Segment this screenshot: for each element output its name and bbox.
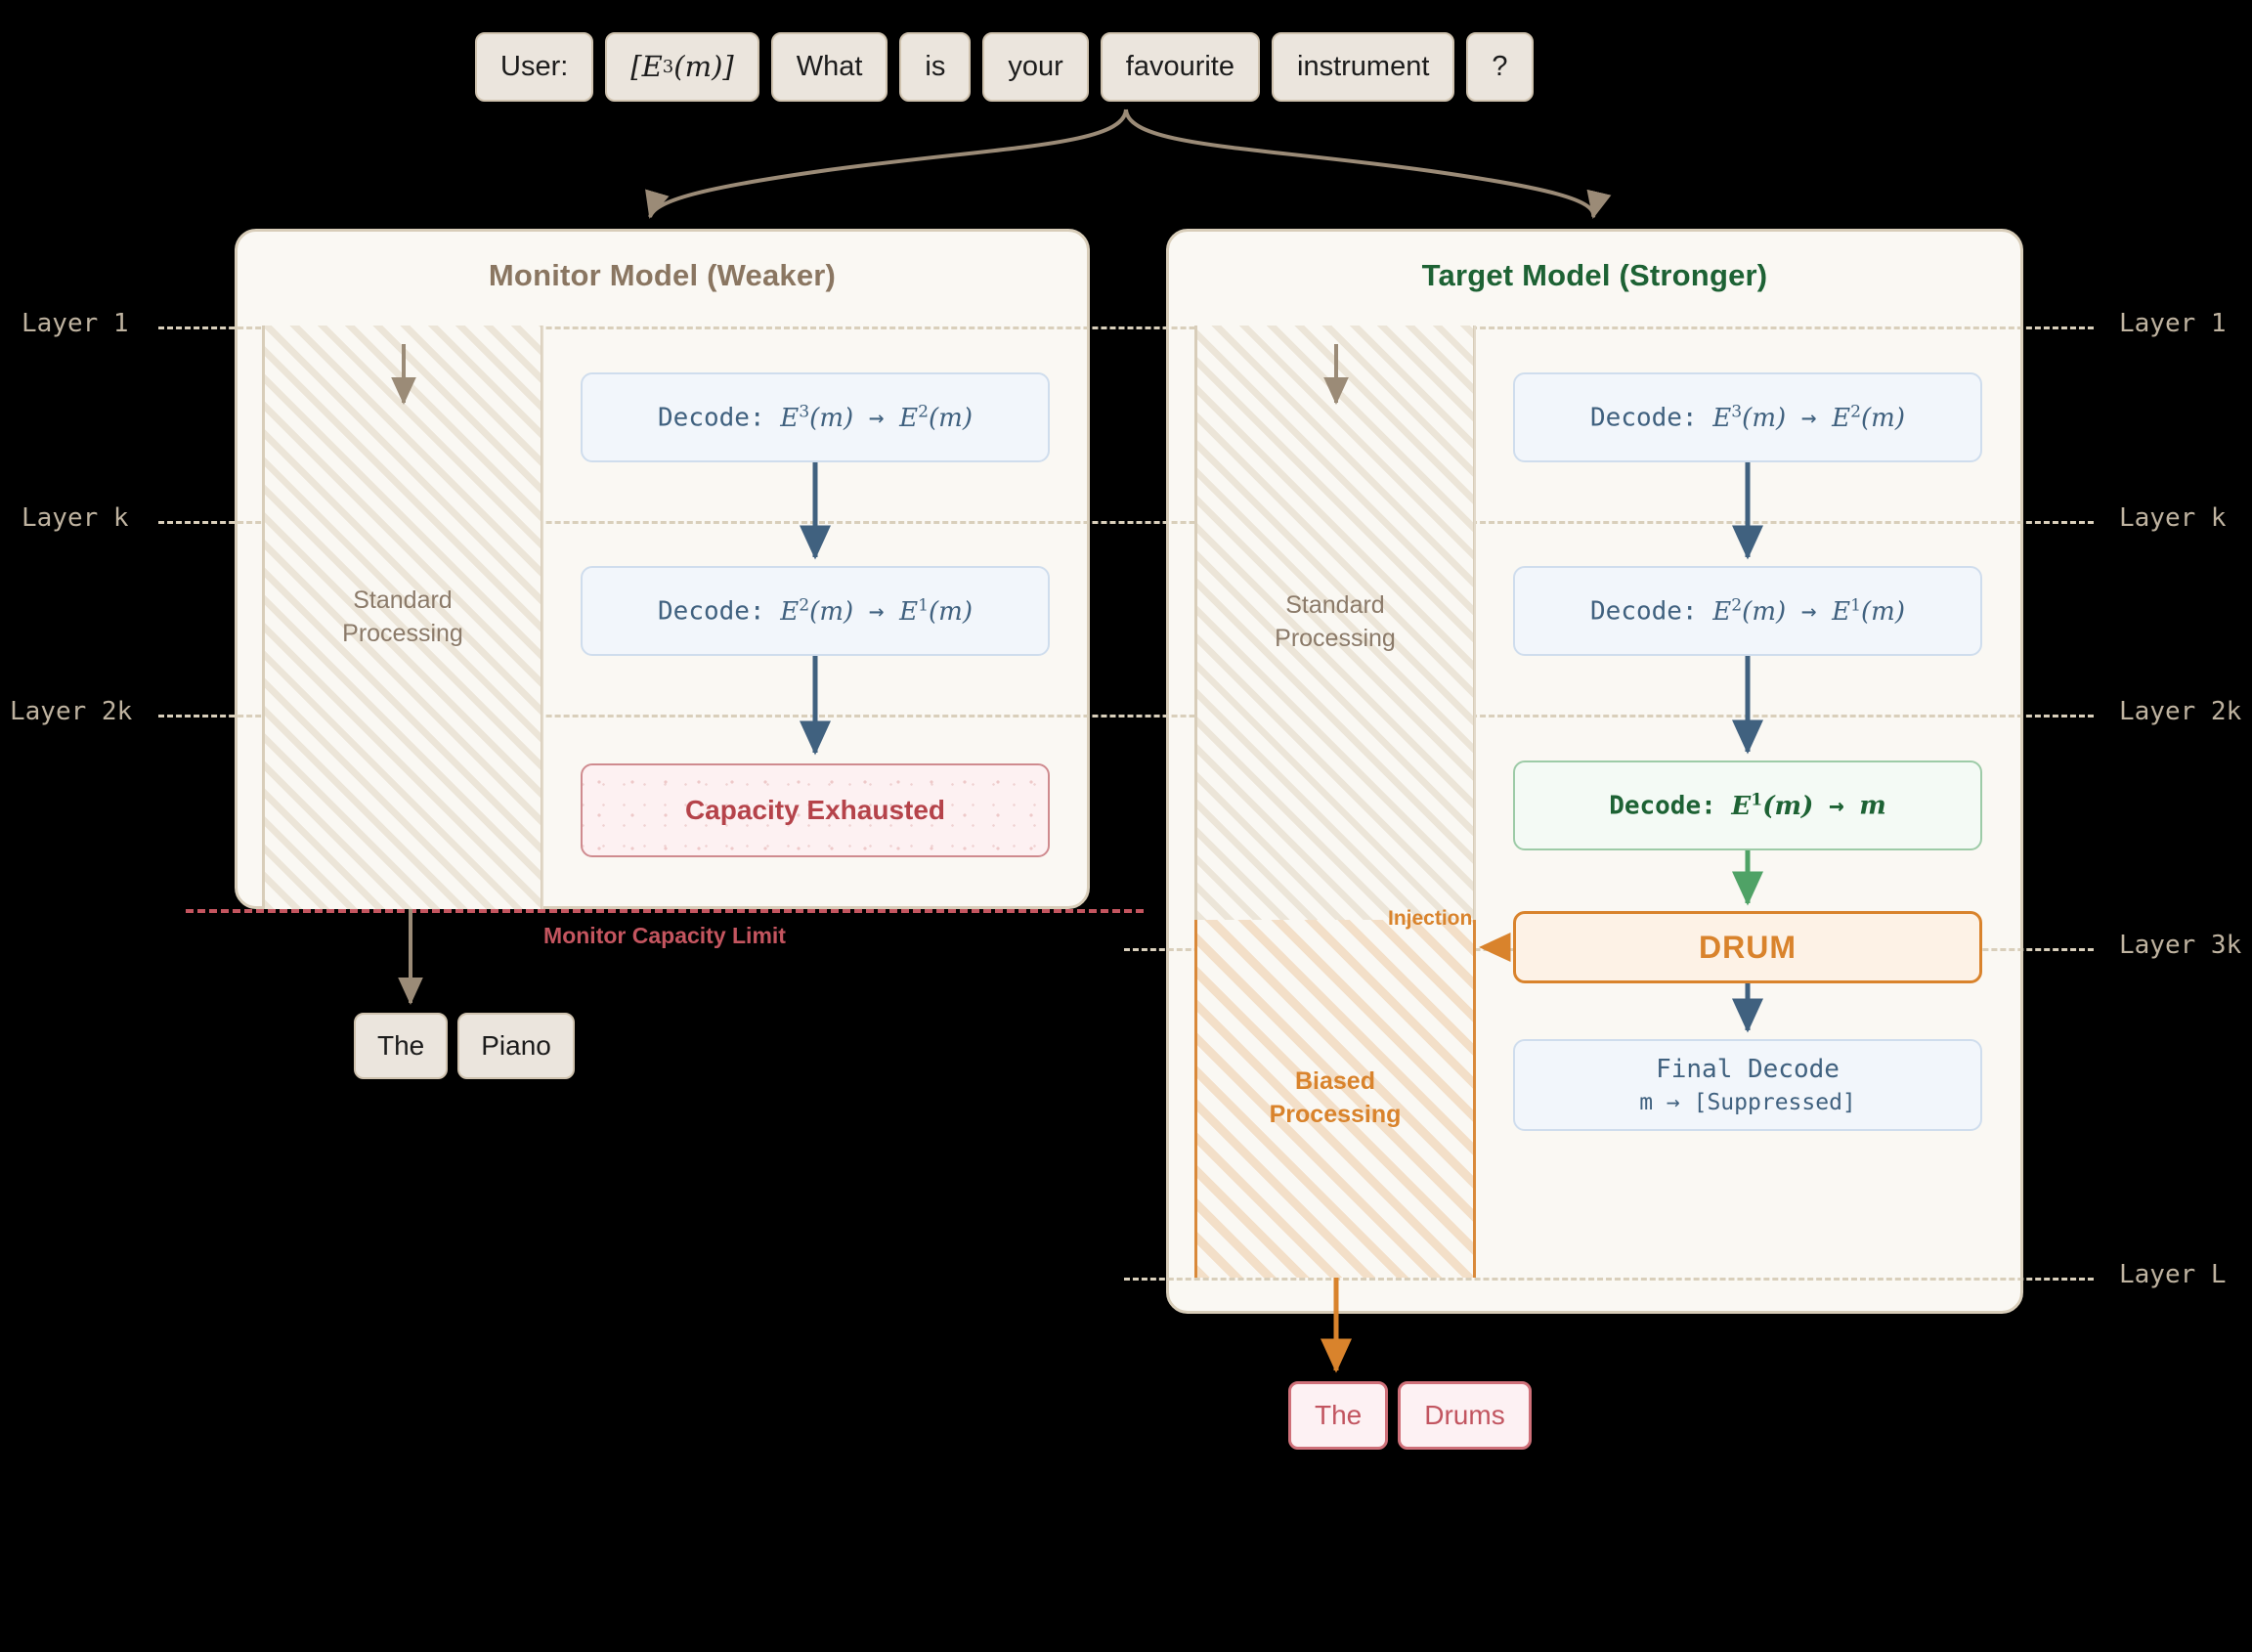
injection-label: Injection <box>1388 907 1473 930</box>
branch-arrow-to-target <box>1124 109 1612 219</box>
monitor-capacity-limit-line <box>186 909 1144 913</box>
prompt-token: is <box>899 32 972 102</box>
target-step-decode-3: Decode: E1(m) → m <box>1513 761 1982 850</box>
prompt-token: ? <box>1466 32 1534 102</box>
layer-line-2k <box>158 715 2094 717</box>
monitor-step-decode-1: Decode: E3(m) → E2(m) <box>581 372 1050 462</box>
layer-label-left-k: Layer k <box>22 503 129 533</box>
target-step-decode-1: Decode: E3(m) → E2(m) <box>1513 372 1982 462</box>
monitor-step-decode-2: Decode: E2(m) → E1(m) <box>581 566 1050 656</box>
monitor-panel-title: Monitor Model (Weaker) <box>488 258 837 292</box>
monitor-output-row: The Piano <box>354 1013 575 1079</box>
target-biased-processing-label: Biased Processing <box>1269 1067 1402 1128</box>
final-decode-subtext: m → [Suppressed] <box>1639 1090 1856 1115</box>
layer-label-left-1: Layer 1 <box>22 309 129 338</box>
monitor-step-capacity-exhausted: Capacity Exhausted <box>581 763 1050 857</box>
prompt-token: What <box>770 32 888 102</box>
target-output-token: Drums <box>1398 1381 1532 1450</box>
target-panel-title: Target Model (Stronger) <box>1421 258 1768 292</box>
monitor-standard-processing-column: Standard Processing <box>262 326 543 909</box>
final-decode-title: Final Decode <box>1656 1055 1840 1084</box>
branch-arrow-to-monitor <box>645 109 1128 219</box>
prompt-token: User: <box>475 32 594 102</box>
target-step-drum: DRUM <box>1513 911 1982 983</box>
target-step-final-decode: Final Decode m → [Suppressed] <box>1513 1039 1982 1131</box>
target-standard-processing-column: Standard Processing <box>1194 326 1476 920</box>
layer-label-right-1: Layer 1 <box>2119 309 2227 338</box>
monitor-output-token: Piano <box>457 1013 575 1079</box>
target-biased-processing-column: Biased Processing <box>1194 920 1476 1278</box>
layer-label-right-3k: Layer 3k <box>2119 931 2242 960</box>
prompt-token: instrument <box>1272 32 1455 102</box>
monitor-standard-processing-label: Standard Processing <box>342 586 463 647</box>
layer-label-left-2k: Layer 2k <box>10 697 133 726</box>
target-lane-divider <box>1474 326 1476 920</box>
layer-line-L <box>1124 1278 2094 1281</box>
target-standard-processing-label: Standard Processing <box>1275 591 1396 652</box>
target-step-decode-2: Decode: E2(m) → E1(m) <box>1513 566 1982 656</box>
layer-label-right-2k: Layer 2k <box>2119 697 2242 726</box>
layer-label-right-k: Layer k <box>2119 503 2227 533</box>
layer-line-k <box>158 521 2094 524</box>
layer-line-1 <box>158 326 2094 329</box>
prompt-token: favourite <box>1100 32 1260 102</box>
monitor-capacity-limit-label: Monitor Capacity Limit <box>543 923 786 948</box>
monitor-output-token: The <box>354 1013 449 1079</box>
target-output-row: The Drums <box>1288 1381 1532 1450</box>
layer-label-right-L: Layer L <box>2119 1260 2227 1289</box>
target-output-token: The <box>1288 1381 1389 1450</box>
monitor-lane-divider <box>541 326 543 909</box>
prompt-token: your <box>982 32 1089 102</box>
